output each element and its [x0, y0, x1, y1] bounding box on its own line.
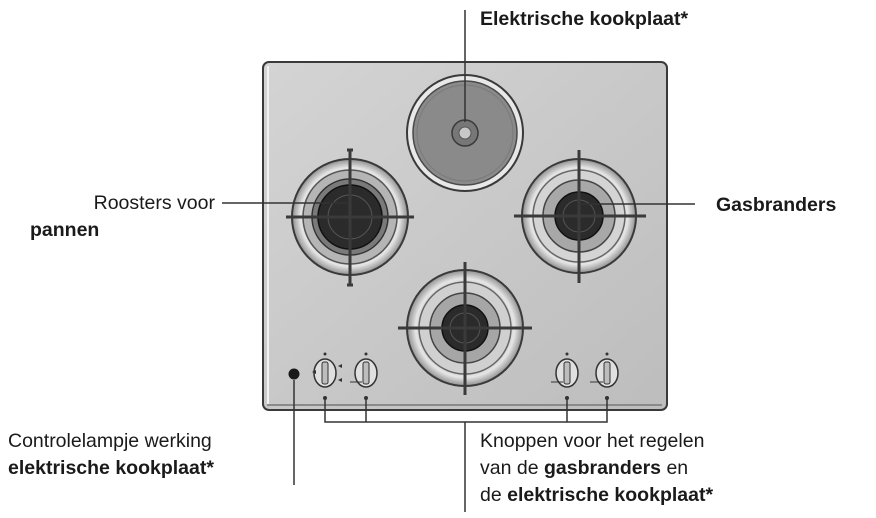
- indicator-light: [288, 368, 300, 380]
- leader-lines: [222, 10, 695, 512]
- label-indicator-light: Controlelampje werking elektrische kookp…: [8, 430, 214, 479]
- pan-support-front: [398, 262, 532, 395]
- control-knob-2: [350, 352, 378, 388]
- electric-hotplate: [406, 74, 524, 192]
- pan-support-left: [286, 148, 414, 287]
- label-gas-burners: Gasbranders: [716, 194, 837, 216]
- label-control-knobs: Knoppen voor het regelen van de gasbrand…: [480, 430, 714, 506]
- pan-support-right: [514, 150, 646, 283]
- control-knob-3: [551, 352, 579, 388]
- label-pan-supports: Roosters voor pannen: [30, 192, 215, 241]
- control-knob-4: [590, 352, 619, 388]
- label-electric-hotplate-top: Elektrische kookplaat*: [480, 8, 689, 30]
- control-knob-1: [312, 352, 342, 388]
